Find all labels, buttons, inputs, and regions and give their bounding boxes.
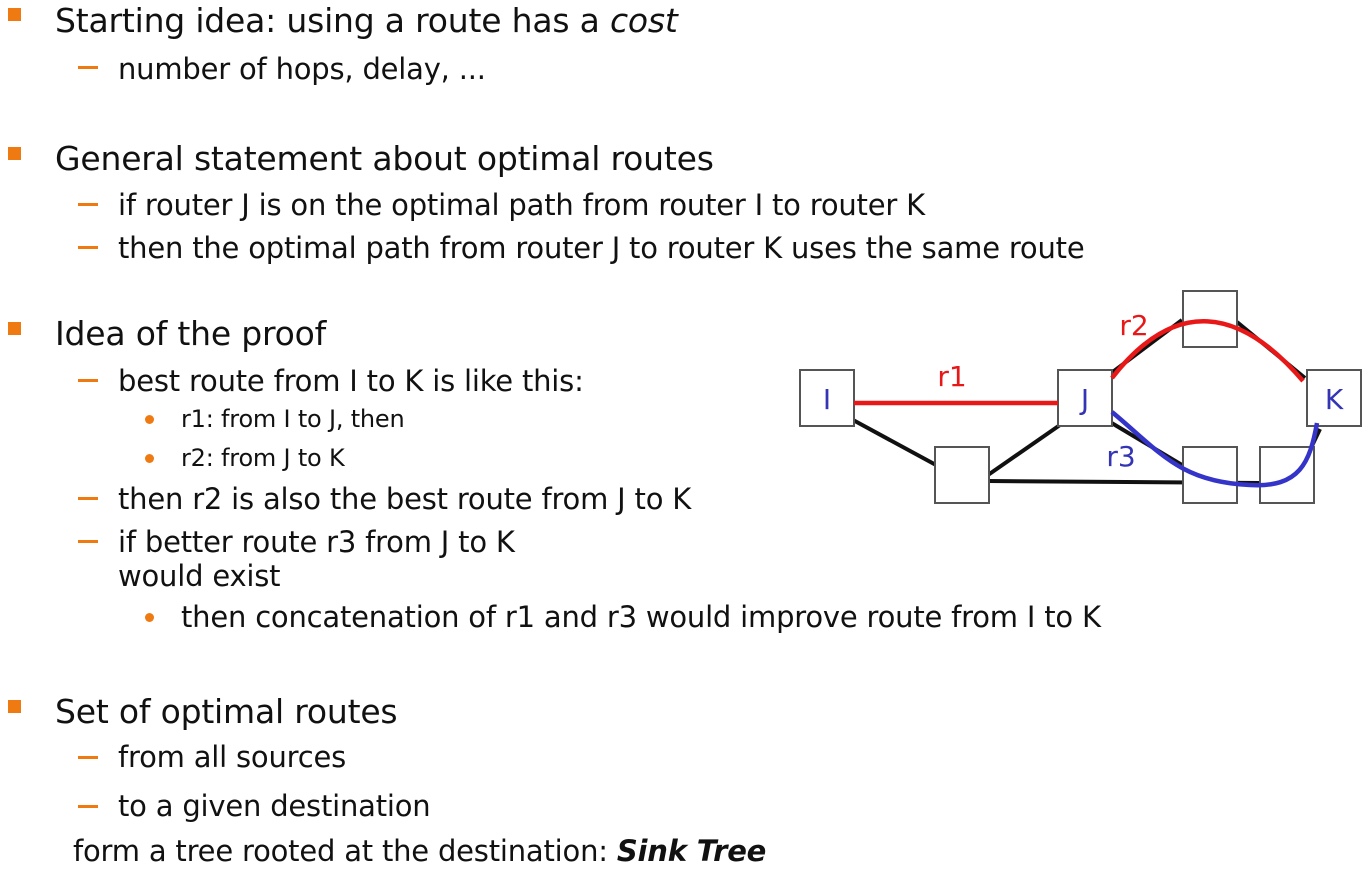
- section3-item: best route from I to K is like this:: [118, 364, 584, 398]
- network-diagram: I J K r1 r2 r3: [799, 290, 1362, 504]
- sink-tree-term: Sink Tree: [616, 834, 767, 868]
- route-r3: [1110, 410, 1320, 488]
- bullet-dash-icon: [78, 756, 98, 759]
- node-j: [1057, 369, 1113, 427]
- section3-subitem: then concatenation of r1 and r3 would im…: [181, 600, 1101, 634]
- node-i: [799, 369, 855, 427]
- bullet-dash-icon: [78, 66, 98, 69]
- node-label-i: I: [823, 383, 831, 416]
- section2-heading: General statement about optimal routes: [55, 139, 714, 178]
- section4-conclusion-text: form a tree rooted at the destination:: [73, 834, 617, 868]
- bullet-dash-icon: [78, 805, 98, 808]
- node-top: [1182, 290, 1238, 348]
- bullet-square-icon: [8, 8, 21, 21]
- section1-heading: Starting idea: using a route has a cost: [55, 1, 678, 40]
- node-bottom-far-right: [1259, 446, 1315, 504]
- route-label-r1: r1: [937, 360, 966, 393]
- bullet-dash-icon: [78, 497, 98, 500]
- bullet-dot-icon: [145, 454, 154, 463]
- section4-item: to a given destination: [118, 789, 431, 823]
- section3-heading: Idea of the proof: [55, 314, 327, 353]
- section3-subitem: r1: from I to J, then: [181, 405, 405, 433]
- route-label-r2: r2: [1119, 309, 1148, 342]
- bullet-dash-icon: [78, 203, 98, 206]
- section4-conclusion: form a tree rooted at the destination: S…: [73, 834, 766, 868]
- section3-subitem: r2: from J to K: [181, 444, 345, 472]
- section1-item: number of hops, delay, ...: [118, 52, 486, 86]
- bullet-dash-icon: [78, 379, 98, 382]
- section3-item-continuation: would exist: [118, 559, 281, 593]
- node-bottom-left: [934, 446, 990, 504]
- bullet-square-icon: [8, 700, 21, 713]
- bullet-dot-icon: [145, 613, 154, 622]
- bullet-square-icon: [8, 322, 21, 335]
- node-label-j: J: [1079, 383, 1089, 416]
- node-k: [1306, 369, 1362, 427]
- section2-item: then the optimal path from router J to r…: [118, 231, 1085, 265]
- node-label-k: K: [1325, 383, 1344, 416]
- link-i-to-bottom-node: [841, 412, 937, 467]
- link-bottom-node-to-j: [986, 423, 1062, 477]
- node-bottom-right: [1182, 446, 1238, 504]
- route-label-r3: r3: [1106, 440, 1135, 473]
- section3-item: if better route r3 from J to K: [118, 525, 515, 559]
- section1-heading-emphasis: cost: [609, 1, 678, 40]
- bullet-dash-icon: [78, 540, 98, 543]
- section1-heading-text: Starting idea: using a route has a: [55, 1, 610, 40]
- section3-item: then r2 is also the best route from J to…: [118, 482, 692, 516]
- route-r2: [1110, 319, 1305, 383]
- bullet-dot-icon: [145, 415, 154, 424]
- bullet-dash-icon: [78, 246, 98, 249]
- section2-item: if router J is on the optimal path from …: [118, 188, 925, 222]
- section4-item: from all sources: [118, 740, 347, 774]
- bullet-square-icon: [8, 147, 21, 160]
- section4-heading: Set of optimal routes: [55, 692, 398, 731]
